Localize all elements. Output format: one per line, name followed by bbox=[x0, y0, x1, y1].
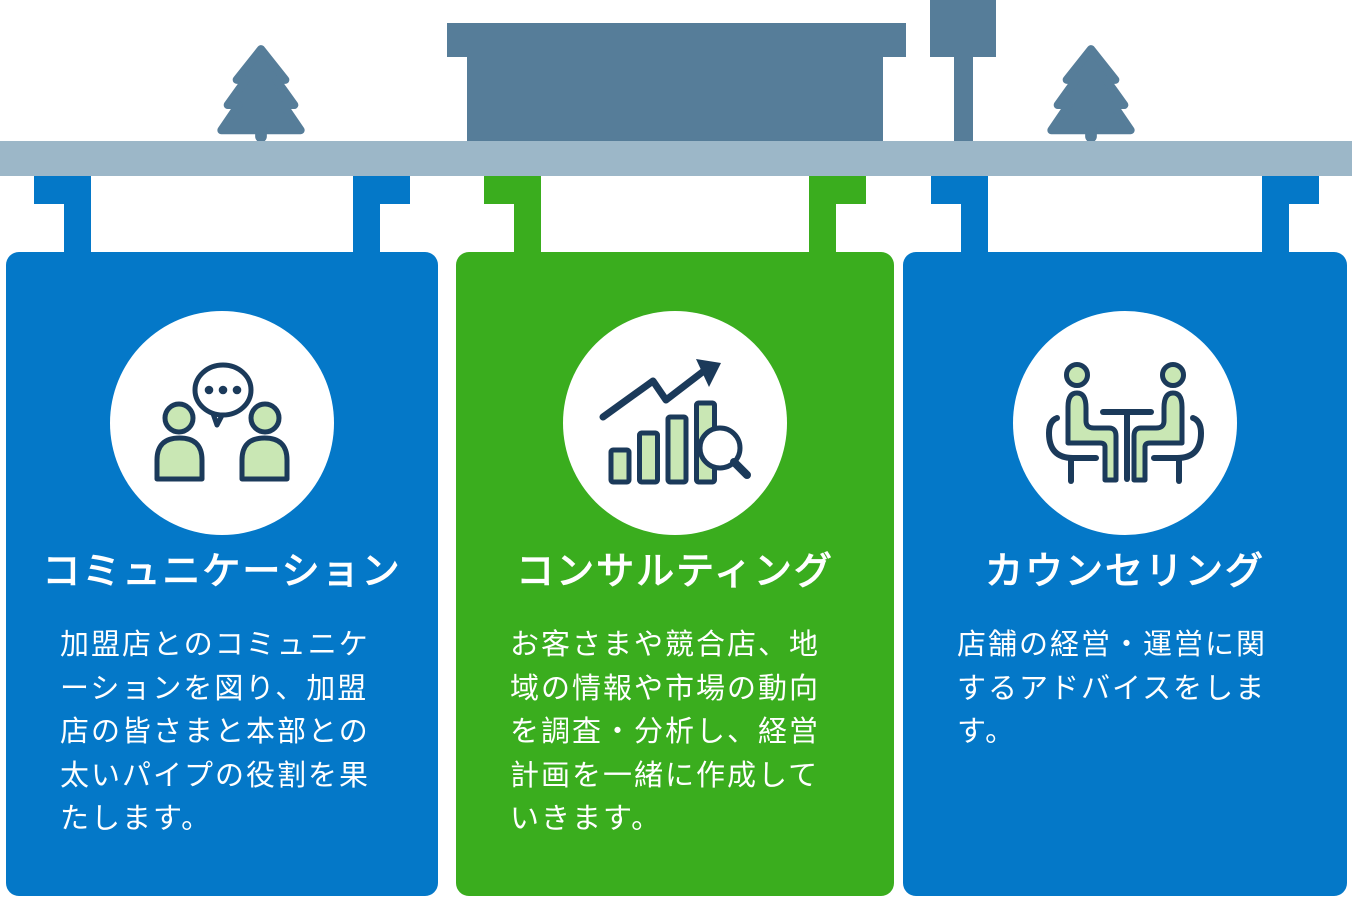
card-counseling: カウンセリング 店舗の経営・運営に関 するアドバイスをしま す。 bbox=[903, 252, 1347, 896]
card-group-communication: コミュニケーション 加盟店とのコミュニケ ーションを図り、加盟 店の皆さまと本部… bbox=[6, 176, 438, 898]
card-body: お客さまや競合店、地 域の情報や市場の動向 を調査・分析し、経営 計画を一緒に作… bbox=[510, 629, 821, 835]
bar-chart-growth-magnifier-icon bbox=[599, 359, 751, 485]
icon-circle bbox=[1013, 311, 1237, 535]
pine-tree-icon bbox=[1047, 45, 1135, 141]
card-title: コミュニケーション bbox=[42, 551, 402, 593]
building-silhouette-icon bbox=[467, 57, 883, 141]
hanger-right bbox=[809, 176, 866, 252]
hanger-left bbox=[931, 176, 988, 252]
card-group-counseling: カウンセリング 店舗の経営・運営に関 するアドバイスをしま す。 bbox=[903, 176, 1347, 898]
building-roof bbox=[447, 23, 906, 57]
person-left bbox=[1046, 362, 1119, 484]
card-communication: コミュニケーション 加盟店とのコミュニケ ーションを図り、加盟 店の皆さまと本部… bbox=[6, 252, 438, 896]
signpost-icon bbox=[930, 0, 996, 57]
hanger-right bbox=[1262, 176, 1319, 252]
card-body: 店舗の経営・運営に関 するアドバイスをしま す。 bbox=[957, 629, 1268, 748]
pine-tree-icon bbox=[217, 45, 305, 141]
hanger-left bbox=[484, 176, 541, 252]
hanger-left bbox=[34, 176, 91, 252]
two-people-table-icon bbox=[1046, 362, 1204, 484]
person-right bbox=[1131, 362, 1204, 484]
signpost-pole bbox=[954, 57, 973, 141]
icon-circle bbox=[110, 311, 334, 535]
hanger-right bbox=[353, 176, 410, 252]
card-title: カウンセリング bbox=[984, 551, 1265, 593]
icon-circle bbox=[563, 311, 787, 535]
people-speech-bubble-icon bbox=[154, 362, 290, 482]
hanging-rail bbox=[0, 141, 1352, 176]
card-group-consulting: コンサルティング お客さまや競合店、地 域の情報や市場の動向 を調査・分析し、経… bbox=[456, 176, 894, 898]
card-consulting: コンサルティング お客さまや競合店、地 域の情報や市場の動向 を調査・分析し、経… bbox=[456, 252, 894, 896]
card-body: 加盟店とのコミュニケ ーションを図り、加盟 店の皆さまと本部との 太いパイプの役… bbox=[60, 629, 371, 835]
card-title: コンサルティング bbox=[516, 551, 834, 593]
